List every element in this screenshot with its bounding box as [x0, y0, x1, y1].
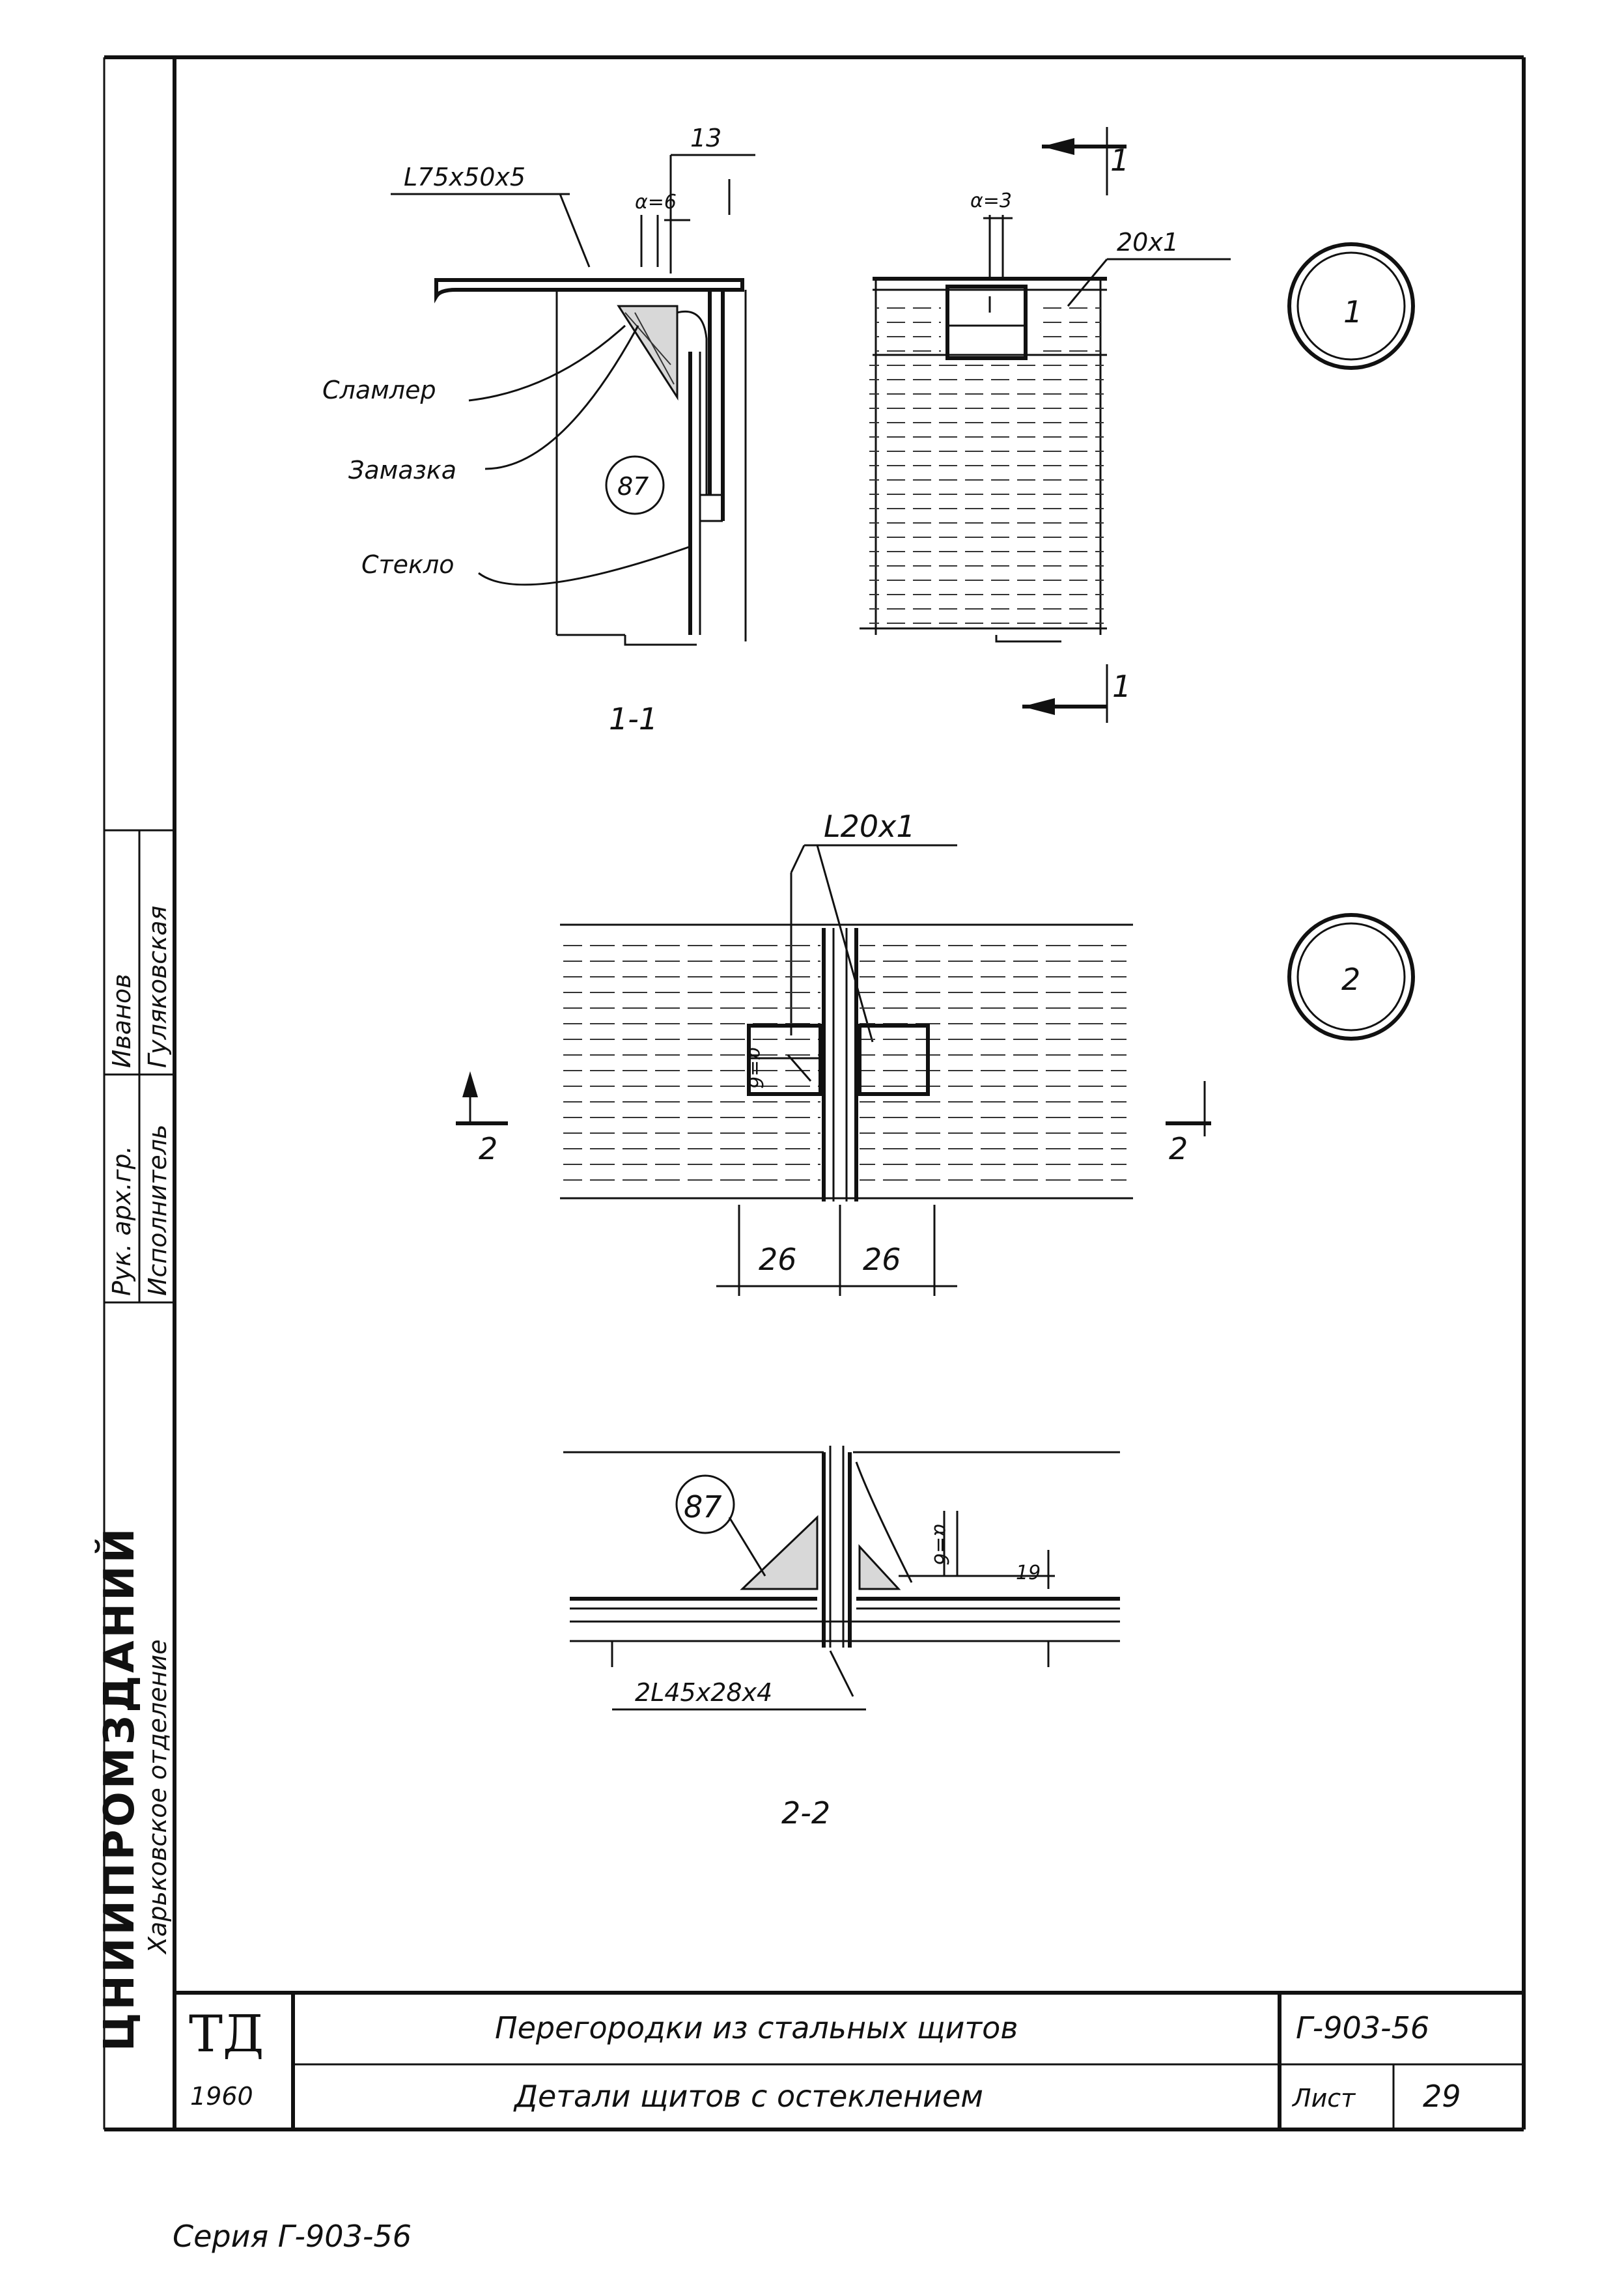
- elev-thickness-label: α=3: [970, 190, 1012, 212]
- td-logo: ТД: [189, 2005, 264, 2064]
- clip-thickness-label: α=6: [744, 1047, 766, 1089]
- series-footer-note: Серия Г-903-56: [173, 2219, 412, 2254]
- putty-label: Замазка: [348, 456, 456, 485]
- sheet-label: Лист: [1291, 2084, 1356, 2113]
- detail-number-2: 2: [1341, 962, 1360, 997]
- cut-mark-2-left: 2: [479, 1131, 497, 1166]
- name-head-vertical: Иванов: [107, 974, 136, 1068]
- mastic-label: Сламлер: [322, 376, 436, 404]
- angle-label-20x1: L20x1: [824, 809, 916, 844]
- cut-mark-1-top: 1: [1110, 143, 1129, 178]
- role-head-vertical: Рук. арх.гр.: [107, 1145, 136, 1296]
- detail-ref-87-upper: 87: [617, 472, 649, 501]
- sheet-frame: [103, 55, 1526, 2131]
- name-exec-vertical: Гуляковская: [143, 906, 172, 1068]
- section-title-1-1: 1-1: [609, 701, 658, 737]
- detail-2-section: [563, 1446, 1120, 1711]
- detail-1-section: [391, 154, 755, 646]
- detail-2-elevation: [456, 844, 1415, 1296]
- sect-width-label: 19: [1016, 1562, 1041, 1584]
- cut-mark-1-bottom: 1: [1112, 669, 1131, 704]
- detail-number-1: 1: [1343, 294, 1362, 330]
- series-code: Г-903-56: [1296, 2010, 1429, 2045]
- org-name-vertical: ЦНИИПРОМЗДАНИЙ: [94, 1526, 144, 2051]
- thickness-label: α=6: [635, 191, 677, 214]
- detail-ref-87-lower: 87: [684, 1489, 722, 1524]
- drawing-subtitle: Детали щитов с остеклением: [513, 2079, 983, 2114]
- dimension-26-left: 26: [759, 1242, 797, 1277]
- detail-1-elevation: [860, 127, 1415, 723]
- year-label: 1960: [190, 2082, 253, 2111]
- width-dimension-13: 13: [690, 124, 721, 152]
- title-block: [175, 1991, 1524, 2129]
- double-angle-label: 2L45x28x4: [635, 1678, 772, 1707]
- section-title-2-2: 2-2: [781, 1795, 830, 1831]
- elev-angle-label: 20x1: [1117, 228, 1179, 257]
- sheet-number: 29: [1423, 2079, 1461, 2114]
- angle-label-75x50: L75x50x5: [404, 163, 525, 191]
- glass-label: Стекло: [361, 550, 455, 579]
- drawing-title: Перегородки из стальных щитов: [495, 2010, 1018, 2045]
- role-exec-vertical: Исполнитель: [143, 1125, 172, 1296]
- sect-thickness-label: α=6: [929, 1524, 952, 1566]
- cut-mark-2-right: 2: [1169, 1131, 1188, 1166]
- dimension-26-right: 26: [863, 1242, 901, 1277]
- org-branch-vertical: Харьковское отделение: [143, 1639, 172, 1955]
